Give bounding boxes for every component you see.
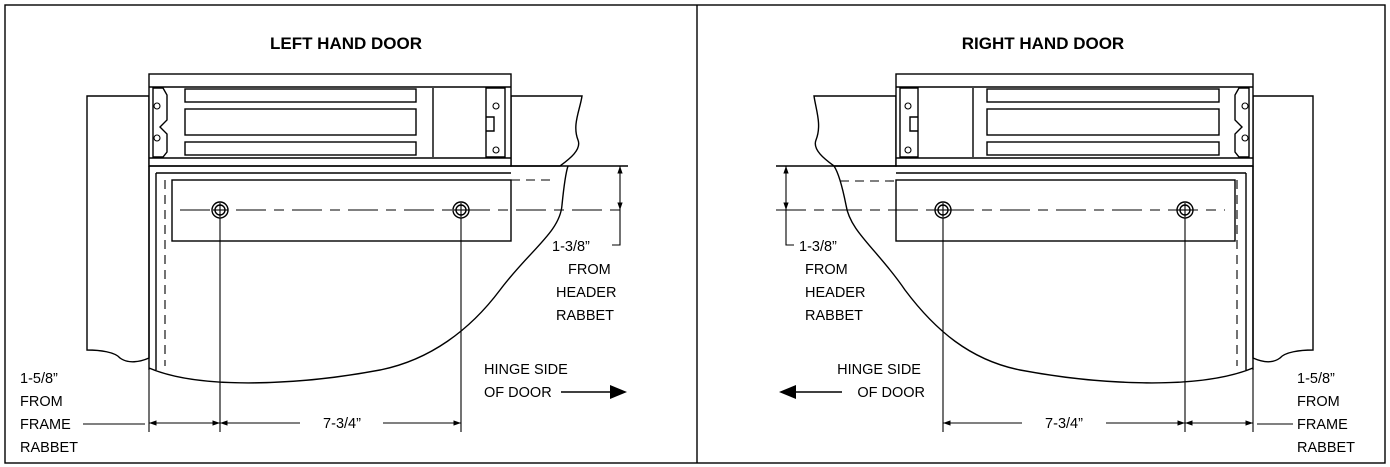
header-offset-label: 1-3/8” FROM HEADER RABBET [799, 239, 869, 324]
panel-title: LEFT HAND DOOR [270, 34, 422, 53]
magnet-housing [148, 73, 512, 167]
left-hand-door-panel: LEFT HAND DOOR [20, 34, 628, 456]
frame-header [510, 95, 583, 167]
spacing-label: 7-3/4” [323, 416, 361, 432]
magnet-slot [986, 88, 1220, 103]
hinge-arrow-icon [610, 385, 627, 399]
door-outline [833, 165, 1254, 384]
magnet-housing [895, 73, 1254, 167]
door-outline [148, 165, 569, 384]
magnet-slot [986, 141, 1220, 156]
magnet-slot [184, 88, 417, 103]
frame-jamb [1252, 95, 1314, 363]
magnet-slot [184, 141, 417, 156]
frame-offset-label: 1-5/8” FROM FRAME RABBET [20, 371, 78, 456]
magnet-slot [986, 108, 1220, 136]
mounting-screw [211, 201, 229, 219]
right-hand-door-panel: RIGHT HAND DOOR [776, 34, 1355, 456]
frame-header [813, 95, 897, 167]
spacing-label: 7-3/4” [1045, 416, 1083, 432]
mounting-screw [1176, 201, 1194, 219]
frame-offset-label: 1-5/8” FROM FRAME RABBET [1297, 371, 1355, 456]
panel-title: RIGHT HAND DOOR [962, 34, 1124, 53]
mounting-screw [934, 201, 952, 219]
diagram-border [4, 4, 1386, 464]
hinge-arrow-icon [779, 385, 796, 399]
header-offset-label: 1-3/8” FROM HEADER RABBET [552, 239, 620, 324]
magnet-slot [184, 108, 417, 136]
mounting-screw [452, 201, 470, 219]
frame-jamb [86, 95, 150, 363]
hinge-side-label: HINGE SIDE OF DOOR [837, 362, 925, 401]
hinge-side-label: HINGE SIDE OF DOOR [484, 362, 572, 401]
